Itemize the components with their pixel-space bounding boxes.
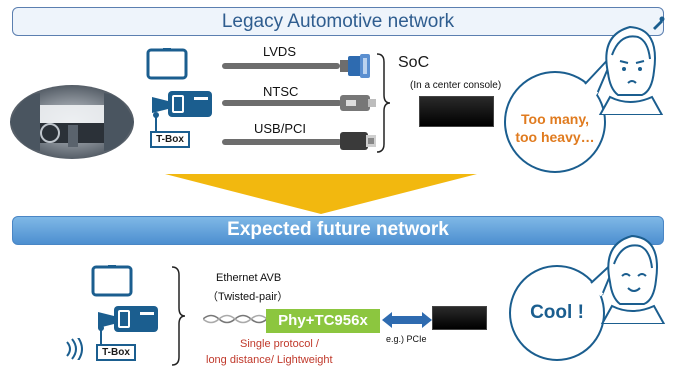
future-network-banner: Expected future network: [12, 216, 664, 245]
future-network-title: Expected future network: [227, 219, 449, 240]
cable-label-ntsc: NTSC: [263, 84, 299, 99]
cable-label-lvds: LVDS: [263, 44, 296, 59]
worried-woman-icon: [598, 25, 664, 115]
right-brace: [171, 266, 186, 366]
cable-ntsc: [222, 100, 342, 106]
twisted-pair-wire: [203, 314, 268, 324]
ntsc-connector-icon: [340, 95, 376, 111]
tbox-badge: T-Box: [96, 344, 136, 361]
soc-note: (In a center console): [410, 80, 502, 91]
camera-icon: [152, 91, 212, 117]
bubble-line-1: Too many,: [521, 111, 589, 127]
soc-chip: [432, 306, 487, 330]
tbox-badge: T-Box: [150, 131, 190, 148]
camera-icon: [98, 306, 158, 332]
pen-icon: [653, 16, 665, 30]
bidirectional-arrow: [382, 312, 432, 328]
bubble-text-cool: Cool !: [530, 302, 584, 323]
lvds-connector-icon: [340, 54, 370, 78]
benefit-label-line1: Single protocol /: [240, 338, 319, 350]
soc-chip: [419, 96, 494, 127]
benefit-label-line2: long distance/ Lightweight: [206, 354, 333, 366]
wireless-signal-icon: [66, 338, 83, 360]
legacy-network-banner: Legacy Automotive network: [12, 7, 664, 36]
ethernet-label: Ethernet AVB: [216, 272, 282, 284]
soc-label: SoC: [398, 54, 430, 71]
usb-connector-icon: [340, 132, 376, 150]
display-icon: [146, 48, 188, 80]
speech-bubble: [509, 258, 618, 361]
right-brace: [376, 53, 391, 153]
down-arrow: [165, 174, 477, 214]
car-interior-image: [10, 85, 134, 159]
bubble-line-2: too heavy…: [515, 129, 595, 145]
pcie-label: e.g.) PCIe: [386, 334, 427, 344]
cable-usb-pci: [222, 139, 342, 145]
cable-lvds: [222, 63, 340, 69]
twisted-pair-label: （Twisted-pair）: [207, 291, 289, 303]
display-icon: [91, 265, 133, 297]
legacy-network-title: Legacy Automotive network: [221, 11, 455, 32]
cable-label-usb-pci: USB/PCI: [254, 121, 307, 136]
phy-chip: Phy+TC956x: [266, 309, 380, 333]
happy-woman-icon: [600, 234, 666, 324]
bubble-text-too-many: Too many, too heavy…: [505, 110, 605, 146]
